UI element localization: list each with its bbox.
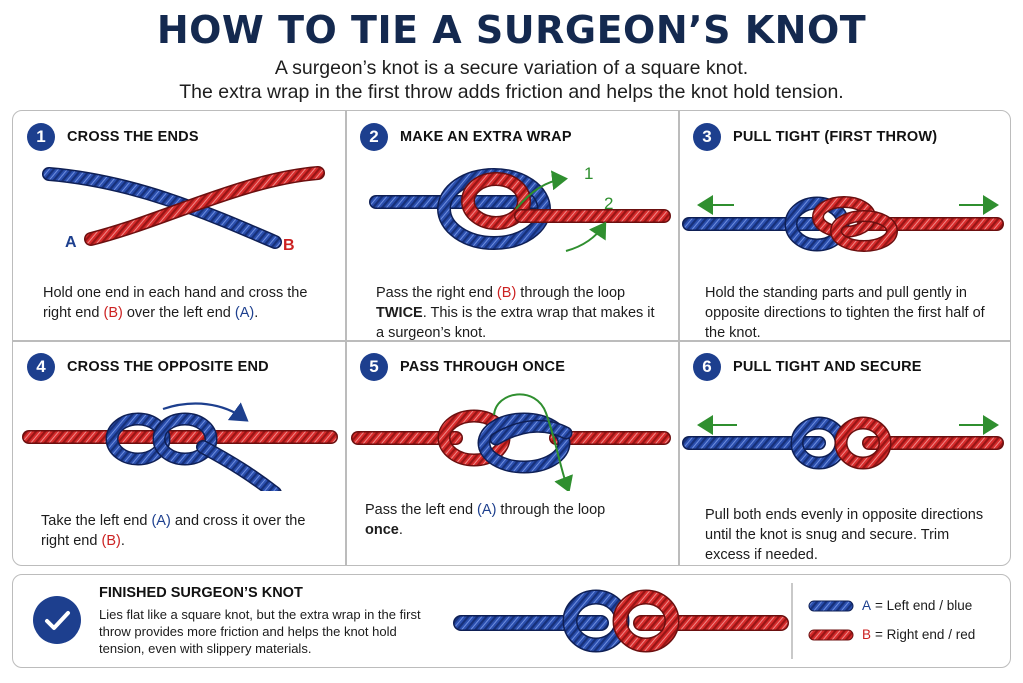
step-3-illustration — [682, 195, 1004, 252]
end-a-ref: (A) — [477, 502, 497, 518]
step-6-number: 6 — [693, 353, 721, 381]
checkmark-icon — [33, 596, 81, 644]
page-title: HOW TO TIE A SURGEON’S KNOT — [156, 8, 867, 52]
step-4-title: CROSS THE OPPOSITE END — [67, 359, 269, 375]
blue-rope-swatch — [808, 600, 854, 611]
step-6-illustration — [682, 415, 1004, 470]
step-4-illustration — [22, 402, 338, 491]
step-5-illustration — [351, 393, 671, 491]
end-b-label: B — [283, 237, 295, 254]
end-a-label: A — [65, 234, 77, 251]
step-3-description: Hold the standing parts and pull gently … — [705, 285, 985, 341]
step-4-description: Take the left end (A) and cross it over … — [41, 513, 306, 549]
step-5-title: PASS THROUGH ONCE — [400, 359, 566, 375]
step-3-title: PULL TIGHT (FIRST THROW) — [733, 129, 938, 145]
end-a-ref: (A) — [151, 513, 171, 529]
step-6-description: Pull both ends evenly in opposite direct… — [705, 507, 984, 563]
step-1-illustration: A B — [42, 166, 325, 254]
end-b-ref: (B) — [103, 305, 123, 321]
step-6-panel: 6 PULL TIGHT AND SECURE Pull both ends e… — [679, 341, 1010, 565]
step-1-number: 1 — [27, 123, 55, 151]
grid-divider — [345, 111, 347, 565]
finished-knot-illustration — [453, 589, 789, 653]
step-4-number: 4 — [27, 353, 55, 381]
step-1-description: Hold one end in each hand and cross the … — [43, 285, 308, 321]
grid-divider — [678, 111, 680, 565]
step-5-description-text: Pass the left end (A) through the loop o… — [365, 502, 606, 538]
step-5-number: 5 — [360, 353, 388, 381]
end-b-ref: (B) — [101, 533, 121, 549]
end-a-ref: (A) — [234, 305, 255, 321]
step-3-panel: 3 PULL TIGHT (FIRST THROW) Hold the stan… — [679, 111, 1010, 341]
steps-grid: 1 CROSS THE ENDS A B Hold one end in eac… — [12, 110, 1011, 566]
legend-divider — [791, 583, 793, 659]
step-2-title: MAKE AN EXTRA WRAP — [400, 129, 572, 145]
step-2-description: Pass the right end (B) through the loop … — [376, 285, 655, 341]
step-3-number: 3 — [693, 123, 721, 151]
step-6-title: PULL TIGHT AND SECURE — [733, 359, 922, 375]
legend-item-b: B= Right end / red — [808, 627, 975, 642]
step-2-illustration: 1 2 — [369, 164, 671, 252]
step-1-panel: 1 CROSS THE ENDS A B Hold one end in eac… — [13, 111, 346, 340]
legend-item-a: A= Left end / blue — [808, 598, 972, 613]
pass-2-label: 2 — [604, 194, 613, 213]
step-1-title: CROSS THE ENDS — [67, 129, 199, 145]
page-subtitle-2: The extra wrap in the first throw adds f… — [179, 81, 844, 103]
finished-title: FINISHED SURGEON’S KNOT — [99, 585, 303, 601]
pass-1-label: 1 — [584, 164, 593, 183]
step-2-number: 2 — [360, 123, 388, 151]
step-2-panel: 2 MAKE AN EXTRA WRAP 1 2 Pass the right … — [346, 111, 679, 341]
grid-divider — [13, 340, 1010, 342]
red-rope-swatch — [808, 629, 854, 640]
step-4-panel: 4 CROSS THE OPPOSITE END Take the left e… — [13, 341, 346, 565]
end-b-ref: (B) — [496, 285, 517, 301]
finished-description: Lies flat like a square knot, but the ex… — [99, 607, 421, 656]
step-5-panel: 5 PASS THROUGH ONCE — [346, 341, 679, 565]
finished-knot-panel: FINISHED SURGEON’S KNOT Lies flat like a… — [12, 574, 1011, 668]
page-subtitle-1: A surgeon’s knot is a secure variation o… — [274, 57, 749, 79]
